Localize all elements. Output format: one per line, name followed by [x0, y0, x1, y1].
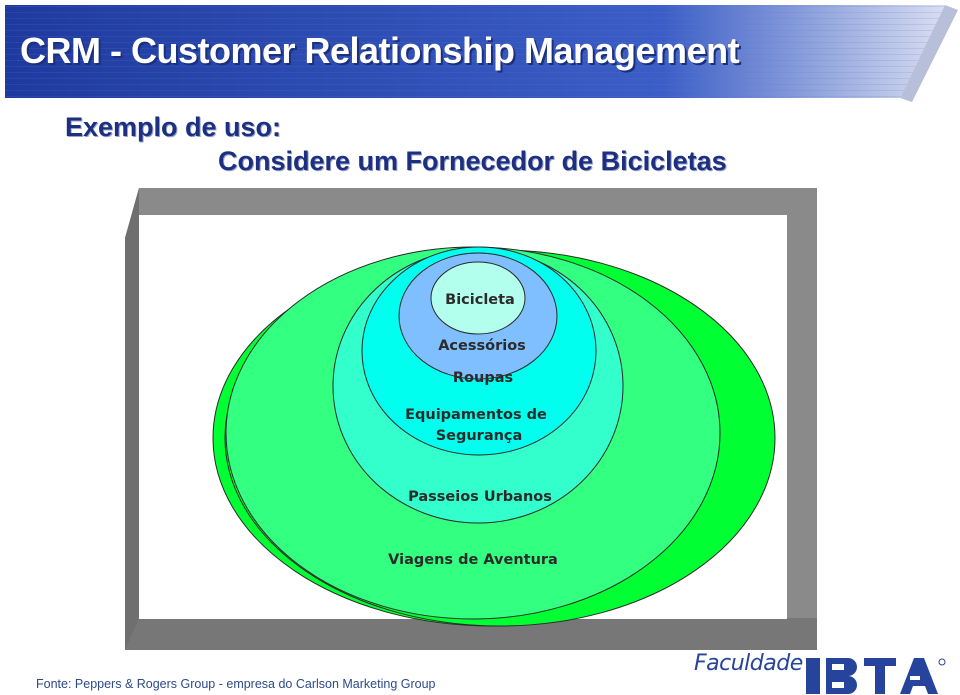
ring-label-bicicleta: Bicicleta	[445, 292, 515, 308]
ring-bicicleta	[430, 261, 526, 335]
frame-left-bevel	[125, 188, 139, 650]
ring-label-roupas: Roupas	[453, 370, 513, 386]
page-title: CRM - Customer Relationship Management	[20, 30, 740, 71]
ring-label-viagens: Viagens de Aventura	[388, 552, 558, 568]
diagram-frame: Bicicleta Acessórios Roupas Equipamentos…	[125, 188, 817, 650]
concentric-diagram: Bicicleta Acessórios Roupas Equipamentos…	[125, 188, 817, 650]
banner-graphic	[5, 5, 958, 102]
institution-logo: Faculdade	[688, 648, 960, 695]
frame-bottom-bevel	[125, 618, 817, 650]
ring-label-passeios: Passeios Urbanos	[408, 489, 552, 505]
ring-label-equipamentos-line2: Segurança	[436, 428, 523, 444]
source-note: Fonte: Peppers & Rogers Group - empresa …	[36, 677, 436, 691]
ring-label-acessorios: Acessórios	[438, 338, 526, 354]
ibta-logo-mark	[806, 658, 946, 694]
section-subtitle: Exemplo de uso:	[65, 112, 282, 142]
section-lead: Considere um Fornecedor de Bicicletas	[218, 146, 727, 176]
logo-word: Faculdade	[694, 651, 803, 676]
ring-label-equipamentos-line1: Equipamentos de	[405, 407, 547, 423]
title-banner: CRM - Customer Relationship Management	[0, 0, 960, 110]
